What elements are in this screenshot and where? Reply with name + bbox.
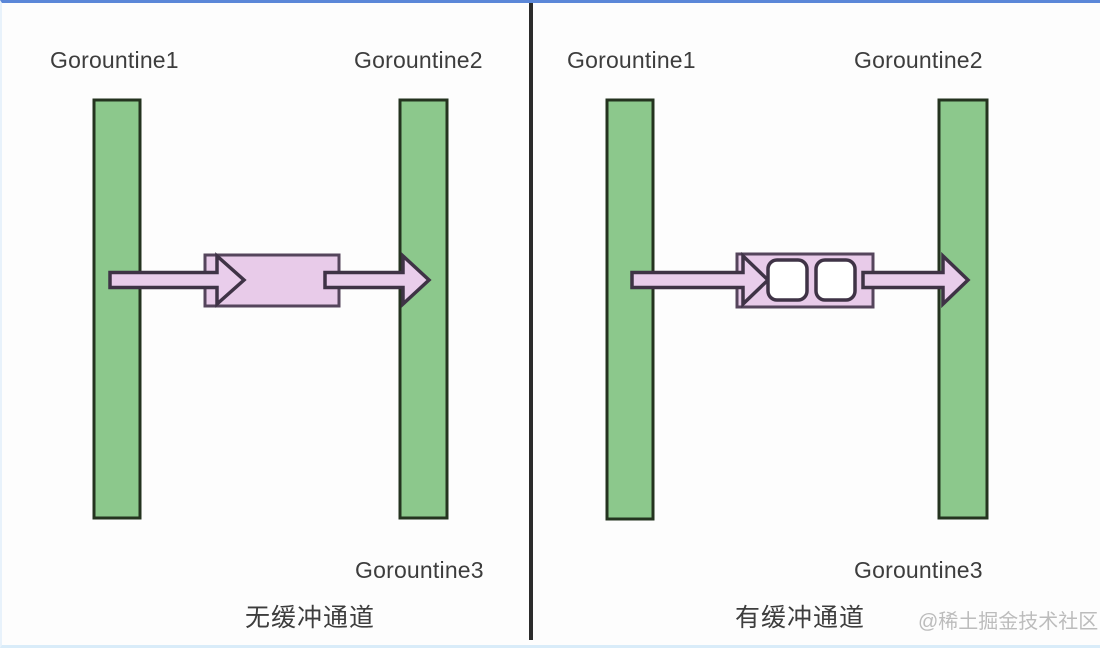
juejin-watermark: @稀土掘金技术社区 [918, 611, 1099, 633]
diagram-shapes [92, 3, 989, 640]
left-send-arrow [108, 252, 247, 308]
buffer-slot-1 [766, 258, 809, 302]
left-goroutine2-bar [398, 98, 449, 520]
right-goroutine2-bar [937, 98, 989, 520]
right-goroutine1-bar [605, 98, 655, 521]
left-goroutine2-label: Gorountine2 [354, 47, 483, 73]
right-goroutine1-label: Gorountine1 [567, 47, 696, 73]
left-goroutine1-bar [92, 98, 142, 520]
left-goroutine3-label: Gorountine3 [355, 557, 484, 583]
buffer-slot-2 [814, 258, 857, 302]
right-panel-caption: 有缓冲通道 [735, 604, 866, 632]
left-receive-arrow [323, 252, 432, 308]
right-goroutine3-label: Gorountine3 [854, 557, 983, 583]
left-goroutine1-label: Gorountine1 [50, 47, 179, 73]
panel-divider [529, 3, 533, 640]
right-goroutine2-label: Gorountine2 [854, 47, 983, 73]
left-panel-caption: 无缓冲通道 [245, 604, 376, 632]
right-send-arrow [630, 251, 771, 309]
right-receive-arrow [861, 251, 971, 309]
